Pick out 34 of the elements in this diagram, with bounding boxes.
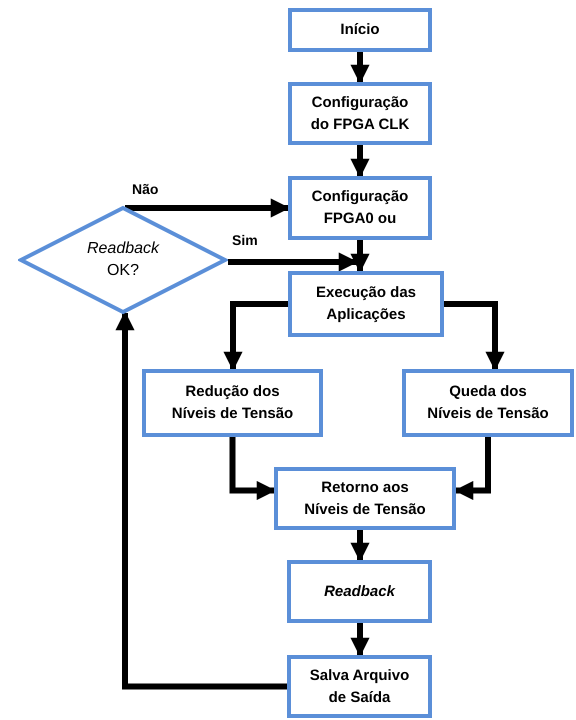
arrow	[350, 530, 370, 562]
node-label: Configuração do FPGA CLK	[310, 92, 410, 134]
node-label: Execução das Aplicações	[314, 283, 418, 325]
arrow	[350, 623, 370, 657]
process-box	[402, 369, 574, 437]
edge-label: Não	[130, 182, 160, 196]
process-box	[287, 560, 432, 623]
process-box	[288, 82, 432, 145]
arrow	[228, 252, 358, 272]
process-box	[288, 8, 432, 52]
arrow	[230, 437, 276, 500]
node-label: Redução dos Níveis de Tensão	[170, 382, 294, 424]
arrow	[454, 437, 491, 500]
arrow	[223, 301, 288, 371]
node-label: Retorno aos Níveis de Tensão	[303, 478, 427, 520]
node-label: Salva Arquivo de Saída	[308, 666, 410, 708]
node-label: Início	[340, 20, 380, 40]
arrow	[350, 52, 370, 84]
process-box	[288, 176, 432, 240]
node-label: Configuração FPGA0 ou	[310, 187, 410, 229]
process-box	[274, 467, 456, 530]
node-label: Readback OK?	[86, 239, 160, 281]
node-label: Queda dos Níveis de Tensão	[426, 382, 550, 424]
process-box	[142, 369, 323, 437]
arrow	[350, 240, 370, 273]
decision-diamond	[18, 205, 228, 315]
edge-label: Sim	[230, 233, 260, 247]
arrow	[115, 311, 287, 690]
process-box	[288, 271, 444, 337]
process-box	[287, 655, 432, 718]
arrow	[350, 145, 370, 178]
arrow	[125, 198, 290, 218]
node-label: Readback	[324, 582, 395, 602]
arrow	[444, 301, 505, 371]
